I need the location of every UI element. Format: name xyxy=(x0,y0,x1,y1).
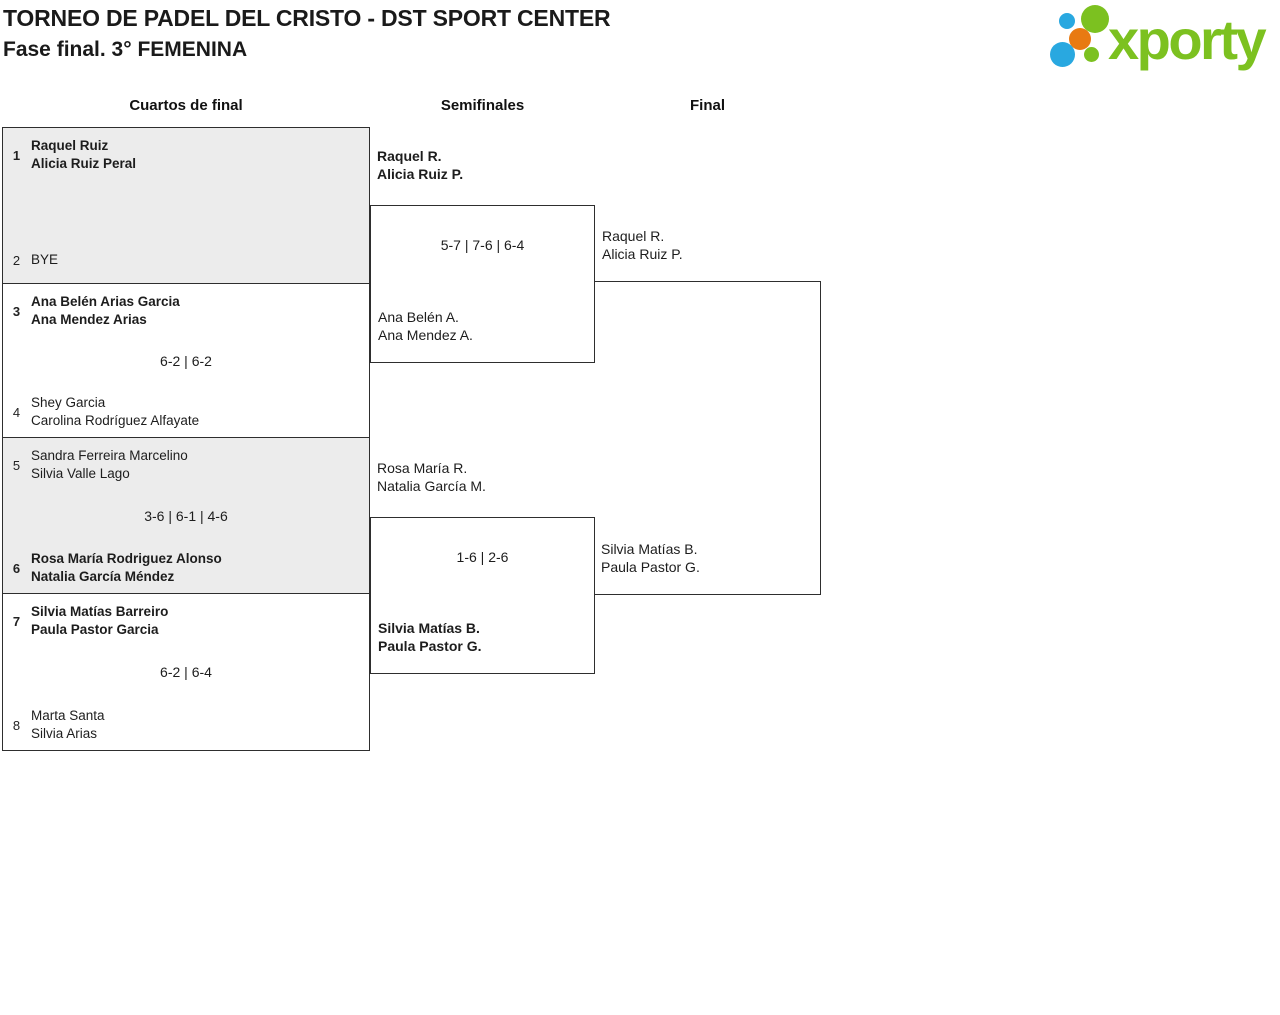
player-name: Shey Garcia xyxy=(31,395,106,410)
player-name: Paula Pastor G. xyxy=(601,559,700,575)
team-entry: Silvia Matías B. Paula Pastor G. xyxy=(601,540,700,576)
team-entry: Rosa María R. Natalia García M. xyxy=(377,459,592,495)
match-score: 3-6 | 6-1 | 4-6 xyxy=(144,507,228,524)
player-name: Ana Mendez Arias xyxy=(31,312,147,327)
phase-subtitle: Fase final. 3° FEMENINA xyxy=(3,38,248,61)
player-name: Rosa María R. xyxy=(377,460,468,476)
match-score: 6-2 | 6-4 xyxy=(160,664,212,680)
player-name: Silvia Arias xyxy=(31,726,98,741)
player-name: Silvia Matías Barreiro xyxy=(31,604,169,619)
match-score: 1-6 | 2-6 xyxy=(456,549,509,565)
player-name: Alicia Ruiz Peral xyxy=(31,156,137,171)
seed-number: 7 xyxy=(12,613,21,629)
logo-wordmark: xporty xyxy=(1108,8,1267,71)
logo-dot-icon xyxy=(1050,42,1075,67)
xporty-logo[interactable]: xporty xyxy=(1048,2,1276,84)
player-name: Ana Belén A. xyxy=(378,309,459,325)
team-entry: 7 Silvia Matías Barreiro Paula Pastor Ga… xyxy=(9,603,363,639)
quarterfinals-column: 1 Raquel Ruiz Alicia Ruiz Peral 2 BYE 3 … xyxy=(2,127,370,751)
player-name: Marta Santa xyxy=(31,708,105,723)
round-header-semifinals: Semifinales xyxy=(440,97,525,114)
team-entry: 1 Raquel Ruiz Alicia Ruiz Peral xyxy=(9,137,363,173)
match-score: 5-7 | 7-6 | 6-4 xyxy=(440,237,525,253)
player-name: Carolina Rodríguez Alfayate xyxy=(31,413,200,428)
team-entry: 2 BYE xyxy=(9,251,363,269)
seed-number: 8 xyxy=(12,717,21,733)
seed-number: 2 xyxy=(12,252,21,268)
round-header-final: Final xyxy=(689,97,725,114)
player-name: Silvia Valle Lago xyxy=(31,466,130,481)
team-entry: 8 Marta Santa Silvia Arias xyxy=(9,707,363,743)
player-name: Natalia García M. xyxy=(377,478,486,494)
tournament-title: TORNEO DE PADEL DEL CRISTO - DST SPORT C… xyxy=(3,5,611,31)
team-entry: 6 Rosa María Rodriguez Alonso Natalia Ga… xyxy=(9,550,363,586)
player-name: Raquel Ruiz xyxy=(31,138,109,153)
team-entry: Ana Belén A. Ana Mendez A. xyxy=(378,308,473,344)
player-name: Ana Mendez A. xyxy=(378,327,473,343)
semifinal-match-2: 1-6 | 2-6 Silvia Matías B. Paula Pastor … xyxy=(370,517,595,674)
logo-dot-icon xyxy=(1081,5,1109,33)
logo-dot-icon xyxy=(1069,28,1091,50)
team-entry: Raquel R. Alicia Ruiz P. xyxy=(602,227,817,263)
player-name: Alicia Ruiz P. xyxy=(377,166,464,182)
seed-number: 3 xyxy=(12,303,21,319)
team-entry: 4 Shey Garcia Carolina Rodríguez Alfayat… xyxy=(9,394,363,430)
player-name: Paula Pastor Garcia xyxy=(31,622,159,637)
player-name: Sandra Ferreira Marcelino xyxy=(31,448,188,463)
team-entry: 3 Ana Belén Arias Garcia Ana Mendez Aria… xyxy=(9,293,363,329)
player-name: Paula Pastor G. xyxy=(378,638,482,654)
round-header-quarterfinals: Cuartos de final xyxy=(129,97,243,114)
team-entry: Raquel R. Alicia Ruiz P. xyxy=(377,147,592,183)
team-entry: 5 Sandra Ferreira Marcelino Silvia Valle… xyxy=(9,447,363,483)
player-name: Raquel R. xyxy=(377,148,442,164)
seed-number: 5 xyxy=(12,457,21,473)
player-name: Rosa María Rodriguez Alonso xyxy=(31,551,222,566)
player-name: Alicia Ruiz P. xyxy=(602,246,683,262)
player-name: Natalia García Méndez xyxy=(31,569,175,584)
match-score: 6-2 | 6-2 xyxy=(160,352,212,369)
logo-dot-icon xyxy=(1059,13,1075,29)
semifinal-match-1: 5-7 | 7-6 | 6-4 Ana Belén A. Ana Mendez … xyxy=(370,205,595,363)
player-name: Silvia Matías B. xyxy=(601,541,698,557)
quarterfinal-match-3: 5 Sandra Ferreira Marcelino Silvia Valle… xyxy=(2,437,370,594)
player-name: Silvia Matías B. xyxy=(378,620,480,636)
seed-number: 1 xyxy=(12,147,21,163)
final-match: Silvia Matías B. Paula Pastor G. xyxy=(594,281,821,595)
player-name: BYE xyxy=(31,252,59,267)
quarterfinal-match-2: 3 Ana Belén Arias Garcia Ana Mendez Aria… xyxy=(2,283,370,438)
quarterfinal-match-1: 1 Raquel Ruiz Alicia Ruiz Peral 2 BYE xyxy=(2,127,370,284)
logo-dot-icon xyxy=(1084,47,1099,62)
quarterfinal-match-4: 7 Silvia Matías Barreiro Paula Pastor Ga… xyxy=(2,593,370,751)
seed-number: 6 xyxy=(12,560,21,576)
team-entry: Silvia Matías B. Paula Pastor G. xyxy=(378,619,481,655)
seed-number: 4 xyxy=(12,404,21,420)
player-name: Ana Belén Arias Garcia xyxy=(31,294,180,309)
player-name: Raquel R. xyxy=(602,228,665,244)
